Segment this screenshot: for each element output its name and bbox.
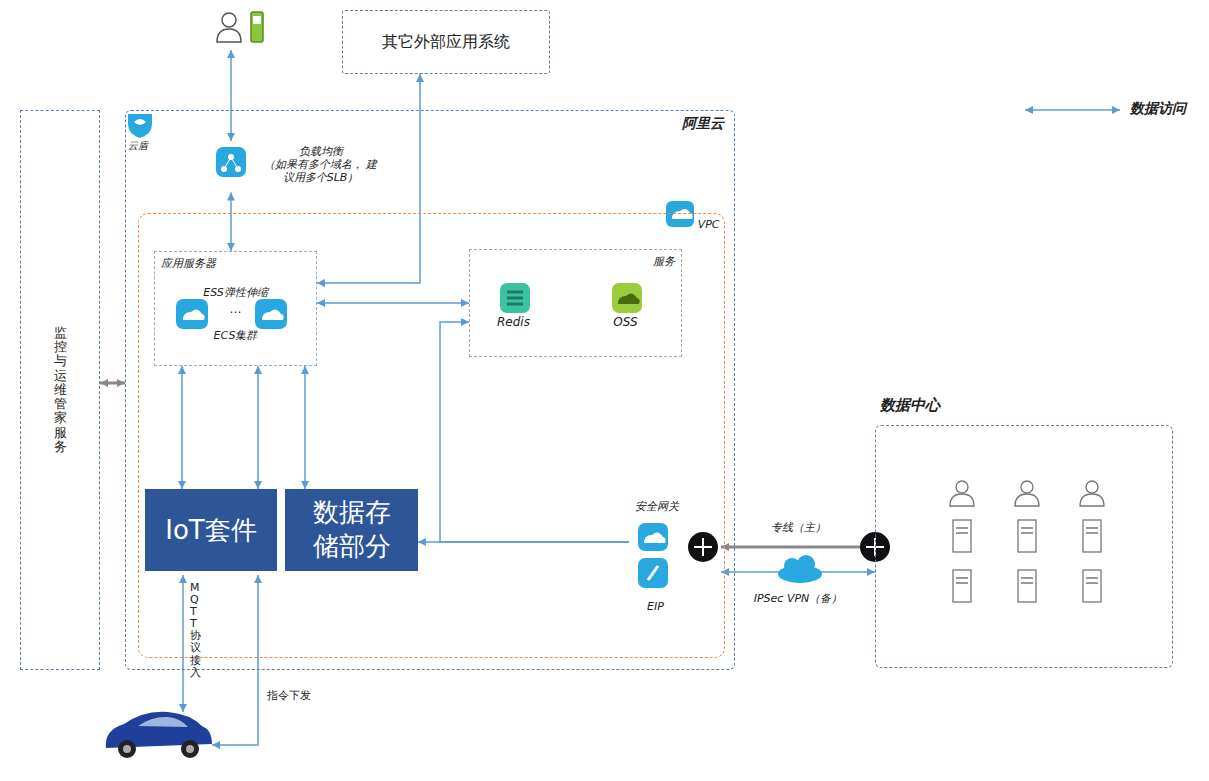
edge-label: 专线（主） [768,520,829,535]
node-title: Redis [479,315,549,329]
user-icon [217,12,263,42]
app-server-group: 应用服务器 ESS弹性伸缩 … ECS集群 [154,251,317,366]
ecs-icon [176,299,208,329]
node-title: 安全网关 [635,499,679,514]
node-title: 阿里云 [136,115,724,133]
node-title: 其它外部应用系统 [382,32,510,53]
connector [230,193,232,252]
command-label: 指令下发 [267,688,311,703]
cloud-icon [778,555,822,583]
ops-service-band: 监控与运维管家服务 [20,110,100,670]
datacenter-icons [950,481,1104,602]
eip-icon [638,558,668,588]
slb-icon [216,147,246,177]
node-title: 监控与运维管家服务 [54,326,67,455]
access-line [230,50,232,141]
node-title: VPC [139,218,720,231]
redis-icon [500,283,530,313]
connector [304,366,306,489]
oss-icon [612,283,642,313]
vpc-icon [666,201,694,227]
connector [721,546,875,549]
command-line [212,575,258,745]
connector [100,382,125,385]
security-gateway: 安全网关 EIP [629,497,721,615]
gateway-icon [638,523,668,551]
connector [257,366,259,489]
node-title: 负载均衡 [264,145,378,158]
redis-service: Redis [479,279,549,337]
shield-icon [128,114,152,138]
connector [181,366,183,489]
iot-box: IoT套件 [145,489,277,571]
vpc-region: VPC 应用服务器 ESS弹性伸缩 … ECS集群 服务 Redis OSS IoT套件 数据存 … [138,213,725,658]
legend-text: 数据访问 [1130,100,1186,118]
service-label: 云盾 [128,139,148,153]
node-title: 应用服务器 [161,256,310,271]
node-text: ECS集群 [161,328,310,343]
node-title: OSS [591,315,661,329]
node-title: 数据中心 [880,396,1176,415]
node-text: ESS弹性伸缩 [161,285,310,300]
mqtt-line [182,575,184,712]
node-text: … [161,302,310,316]
data-center: 数据中心 [875,425,1173,668]
router-icon [688,532,718,562]
node-text: EIP [647,600,664,613]
node-title: 服务 [476,254,675,269]
node-text: （如果有多个域名， 建议用多个SLB） [264,158,378,184]
car [106,712,212,758]
legend-sample-line [1025,109,1120,111]
node-title: 数据存 储部分 [305,496,398,564]
load-balancer: 负载均衡（如果有多个域名， 建议用多个SLB） [212,143,380,193]
service-group: 服务 Redis OSS [469,249,682,357]
node-title: IoT套件 [165,513,256,548]
ecs-icon [255,299,287,329]
cloud-region: 阿里云负载均衡（如果有多个域名， 建议用多个SLB） VPC 应用服务器 ESS弹性伸… [125,110,735,670]
protocol-label: MQTT 协议接入 [190,582,201,679]
connector [317,302,469,304]
edge-label: IPSec VPN（备） [751,591,846,606]
external-system-box: 其它外部应用系统 [342,10,550,74]
oss-service: OSS [591,279,661,337]
storage-box: 数据存 储部分 [285,489,418,571]
